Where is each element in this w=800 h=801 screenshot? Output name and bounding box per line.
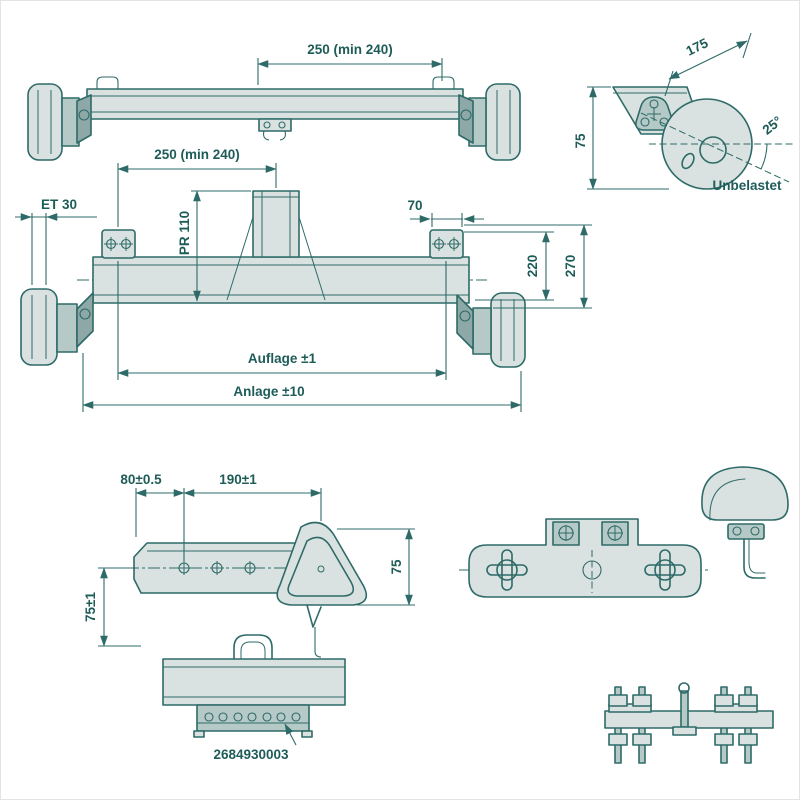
drawbar-tube xyxy=(252,190,300,258)
center-pin xyxy=(680,690,689,728)
spring-pad-left xyxy=(101,229,136,259)
dim-pr110-label: PR 110 xyxy=(177,211,192,255)
dim-250-mid-label: 250 (min 240) xyxy=(154,147,240,162)
tire-left-front xyxy=(27,83,63,161)
swing-arm-right-plan xyxy=(456,294,474,350)
dim-220: 220 xyxy=(464,231,554,301)
dim-75-bracket-label: 75 xyxy=(389,559,404,575)
dim-75-bracket: 75 xyxy=(337,528,415,606)
dim-220-label: 220 xyxy=(525,255,540,278)
part-number-label: 2684930003 xyxy=(213,747,289,762)
view-front-axle: 250 (min 240) xyxy=(27,42,521,161)
dim-pr110: PR 110 xyxy=(177,190,251,302)
view-clamp-plan xyxy=(459,518,711,598)
clamp-bar xyxy=(604,710,774,729)
dim-70: 70 xyxy=(407,198,484,227)
angle-arc xyxy=(760,143,768,170)
brake-drum-right-plan xyxy=(472,307,492,355)
swing-arm-left-plan xyxy=(76,292,94,348)
dim-250-mid: 250 (min 240) xyxy=(117,147,277,227)
dim-anlage-label: Anlage ±10 xyxy=(233,384,304,399)
axle-socket-housing xyxy=(276,521,368,606)
spring-pad-right xyxy=(429,229,464,259)
angle-25-label: 25° xyxy=(760,113,785,137)
lashing-hook-right xyxy=(432,76,455,89)
brake-cable-tab xyxy=(306,604,322,628)
clamp-plate-plan xyxy=(468,518,702,598)
view-plan-axle: 250 (min 240) PR 110 70 ET 30 xyxy=(15,147,592,412)
dim-75-detail-label: 75 xyxy=(573,133,588,149)
grease-cap xyxy=(699,136,727,164)
swing-arm-left-front xyxy=(76,94,92,144)
view-ubolt-front xyxy=(604,682,774,764)
dim-80-label: 80±0.5 xyxy=(120,472,162,487)
brake-lever-rod xyxy=(743,538,766,579)
brake-drum-left-plan xyxy=(56,303,78,353)
tire-right-plan xyxy=(490,292,526,368)
view-detail-unbelastet: 25° 175 75 Unbelastet xyxy=(573,32,793,193)
slot-rosette-right xyxy=(654,559,676,581)
dim-70-label: 70 xyxy=(407,198,422,213)
dim-270: 270 xyxy=(464,224,592,309)
tire-left-plan xyxy=(20,288,58,366)
dim-190-label: 190±1 xyxy=(219,472,257,487)
dim-et30: ET 30 xyxy=(15,197,97,285)
view-hubcap-side xyxy=(701,466,789,579)
dim-auflage-label: Auflage ±1 xyxy=(248,351,317,366)
hub-cap-dome xyxy=(701,466,789,521)
axle-beam-plan xyxy=(92,256,470,304)
view-bracket-side: 80±0.5 190±1 75 75±1 xyxy=(83,472,415,658)
axle-beam-clamp xyxy=(162,658,346,706)
u-strap xyxy=(233,634,273,660)
tire-right-front xyxy=(485,83,521,161)
swing-arm-right-front xyxy=(458,94,474,144)
dim-auflage: Auflage ±1 xyxy=(117,261,447,380)
dim-80-190: 80±0.5 190±1 xyxy=(120,472,322,561)
unbelastet-label: Unbelastet xyxy=(712,178,782,193)
dim-270-label: 270 xyxy=(563,255,578,278)
triangular-axle-tube xyxy=(287,536,355,597)
part-number-leader xyxy=(284,723,297,746)
dim-175-label: 175 xyxy=(684,35,711,59)
dim-anlage: Anlage ±10 xyxy=(82,353,522,412)
dim-250-top: 250 (min 240) xyxy=(257,42,443,85)
dim-75-1: 75±1 xyxy=(83,567,141,647)
dim-75-detail: 75 xyxy=(573,86,669,190)
view-clamp-front: 2684930003 xyxy=(162,634,346,762)
dim-250-top-label: 250 (min 240) xyxy=(307,42,393,57)
dim-75-1-label: 75±1 xyxy=(83,592,98,622)
dim-et30-label: ET 30 xyxy=(41,197,77,212)
lashing-hook-left xyxy=(96,76,119,89)
slot-rosette-left xyxy=(496,559,518,581)
axle-beam-front xyxy=(86,88,464,120)
